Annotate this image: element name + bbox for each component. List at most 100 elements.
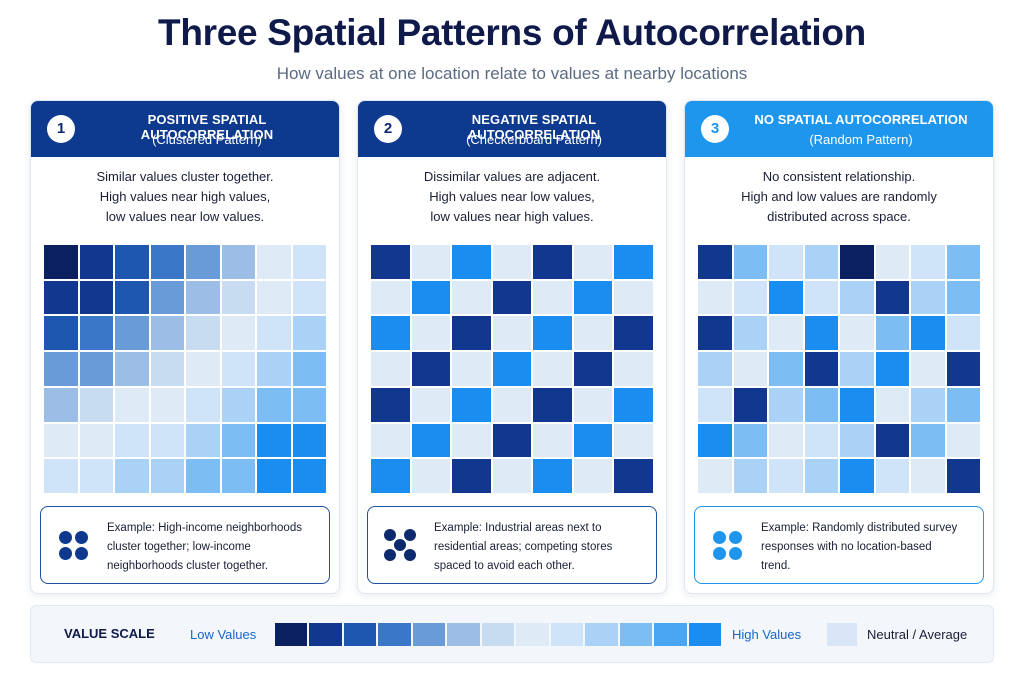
grid-cell [292,245,326,279]
grid-cell [452,280,491,315]
example-line: Example: Randomly distributed survey [761,522,958,534]
grid-cell [257,280,291,315]
grid-cell [257,459,291,493]
scale-swatch [275,623,308,646]
grid-cell [533,423,572,458]
grid-cell [44,352,78,386]
scale-swatch [550,623,584,646]
example-line: Example: High-income neighborhoods [107,522,302,534]
grid-cell [492,352,532,386]
grid-cell [804,459,838,493]
pattern-grid [44,245,326,493]
grid-cell [733,245,767,279]
grid-cell [186,280,220,315]
grid-cell [533,352,572,386]
example-text: Example: Industrial areas next to reside… [434,519,648,576]
grid-cell [573,387,613,422]
grid-cell [452,387,491,422]
grid-cell [911,387,945,422]
grid-cell [804,280,838,315]
grid-cell [452,459,491,493]
scale-swatch [688,623,721,646]
grid-cell [492,245,532,279]
panel-header: 1 POSITIVE SPATIAL AUTOCORRELATION (Clus… [31,101,339,157]
neutral-swatch [827,623,857,646]
grid-cell [492,316,532,351]
grid-cell [150,316,184,351]
grid-cell [840,316,874,351]
example-line: trend. [761,560,791,572]
grid-cell [733,387,767,422]
grid-cell [614,280,653,315]
description-line: High values near high values, [99,189,271,204]
description-line: High and low values are randomly [741,189,937,204]
value-scale-legend: VALUE SCALE Low Values High Values Neutr… [30,605,994,663]
grid-cell [371,316,410,351]
description-line: Similar values cluster together. [96,169,274,184]
grid-cell [533,280,572,315]
scale-swatch [481,623,515,646]
grid-cell [533,387,572,422]
grid-cell [115,245,149,279]
grid-cell [292,459,326,493]
grid-cell [221,387,255,422]
example-line: Example: Industrial areas next to [434,522,602,534]
grid-cell [79,423,113,458]
grid-cell [946,280,980,315]
grid-cell [840,280,874,315]
scale-color-bar [275,623,721,646]
grid-cell [946,387,980,422]
pattern-grid [698,245,980,493]
grid-cell [79,387,113,422]
grid-cell [875,387,909,422]
grid-cell [698,352,732,386]
page-title: Three Spatial Patterns of Autocorrelatio… [158,12,866,53]
panel-random: 3 NO SPATIAL AUTOCORRELATION (Random Pat… [684,100,994,594]
grid-cell [698,423,732,458]
scale-swatch [378,623,411,646]
grid-cell [292,423,326,458]
pattern-grid [371,245,653,493]
grid-cell [257,423,291,458]
grid-cell [150,423,184,458]
panel-title: POSITIVE SPATIAL AUTOCORRELATION [140,112,274,142]
grid-cell [44,316,78,351]
grid-cell [44,459,78,493]
grid-cell [44,423,78,458]
grid-cell [698,245,732,279]
grid-cell [946,352,980,386]
scale-swatch [412,623,446,646]
grid-cell [452,316,491,351]
grid-cell [733,316,767,351]
panel-header: 3 NO SPATIAL AUTOCORRELATION (Random Pat… [685,101,993,157]
grid-cell [573,316,613,351]
grid-cell [698,316,732,351]
grid-cell [911,352,945,386]
grid-cell [875,245,909,279]
grid-cell [946,245,980,279]
panel-description: No consistent relationship. High and low… [685,167,993,227]
grid-cell [79,459,113,493]
grid-cell [840,459,874,493]
grid-cell [186,352,220,386]
example-text: Example: High-income neighborhoods clust… [107,519,321,576]
panel-subtitle: (Checkerboard Pattern) [466,132,602,147]
example-line: residential areas; competing stores [434,541,613,553]
grid-cell [492,423,532,458]
panel-description: Dissimilar values are adjacent. High val… [358,167,666,227]
grid-cell [911,245,945,279]
grid-cell [492,459,532,493]
grid-cell [371,423,410,458]
grid-cell [875,423,909,458]
grid-cell [733,423,767,458]
grid-cell [769,280,803,315]
grid-cell [573,459,613,493]
grid-cell [733,352,767,386]
grid-cell [733,280,767,315]
grid-cell [452,352,491,386]
grid-cell [946,423,980,458]
grid-cell [44,245,78,279]
grid-cell [115,423,149,458]
five-dots-dispersed-icon [382,527,418,563]
grid-cell [946,316,980,351]
